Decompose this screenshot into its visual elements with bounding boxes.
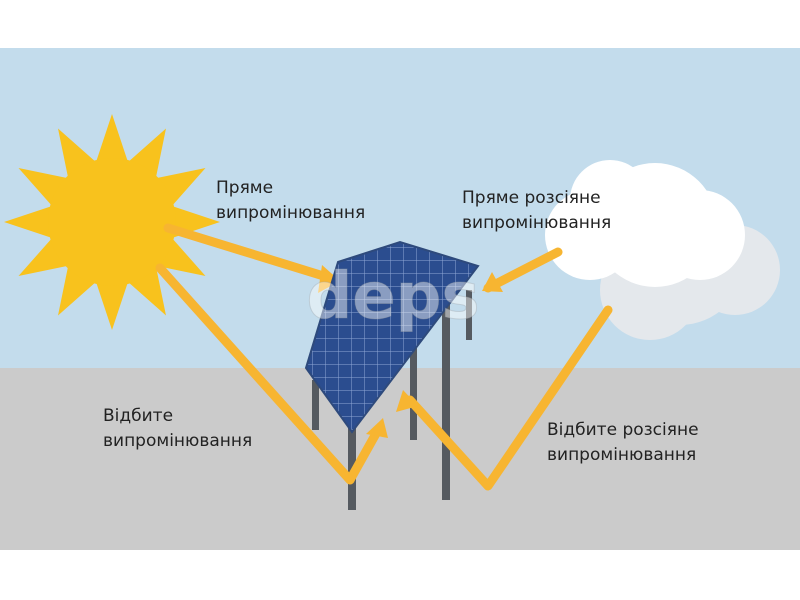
solar-panel: [304, 240, 480, 434]
reflected-diffuse-ray: [405, 305, 613, 491]
label-reflected-diffuse-line-1: Відбите розсіяне: [547, 420, 699, 440]
label-diffuse-line-1: Пряме розсіяне: [462, 188, 601, 208]
panel-stand: [312, 290, 472, 510]
label-reflected-line-1: Відбите: [103, 406, 174, 426]
label-reflected-line-2: випромінювання: [103, 431, 253, 451]
label-direct-line-1: Пряме: [216, 178, 274, 198]
direct-ray: [163, 223, 335, 283]
cloud-icon: [545, 160, 780, 340]
label-direct-line-2: випромінювання: [216, 203, 366, 223]
label-direct-radiation: Пряме випромінювання: [216, 176, 365, 226]
ray-arrowheads: [318, 265, 503, 438]
label-diffuse-radiation: Пряме розсіяне випромінювання: [462, 186, 611, 236]
label-reflected-diffuse-line-2: випромінювання: [547, 445, 697, 465]
label-reflected-diffuse-radiation: Відбите розсіяне випромінювання: [547, 418, 699, 468]
label-reflected-radiation: Відбите випромінювання: [103, 404, 252, 454]
reflected-ray: [155, 263, 383, 485]
radiation-rays: [155, 223, 613, 491]
watermark: deps: [306, 260, 479, 334]
diffuse-ray: [483, 247, 563, 293]
ground: [0, 368, 800, 550]
sun-icon: [4, 114, 220, 330]
label-diffuse-line-2: випромінювання: [462, 213, 612, 233]
